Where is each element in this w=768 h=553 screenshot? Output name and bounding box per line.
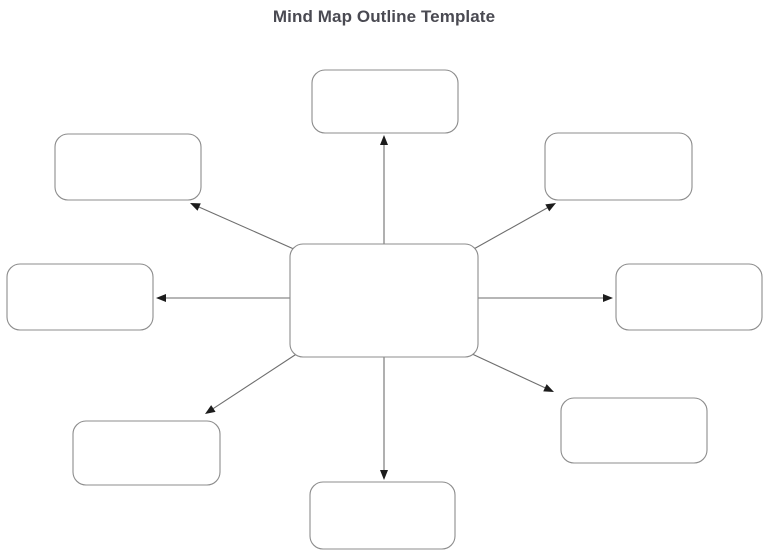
node-bottom-shape[interactable] [309,481,456,550]
node-top-right[interactable] [544,132,693,201]
node-top-left-shape[interactable] [54,133,202,201]
connector-right [478,294,613,302]
connector-bottom-left-arrowhead-icon [205,405,216,414]
connector-top-left [190,203,297,251]
node-top-left[interactable] [54,133,202,201]
node-top[interactable] [311,69,459,134]
connector-bottom-left-line [211,352,299,410]
node-left-shape[interactable] [6,263,154,331]
connector-bottom-right-arrowhead-icon [543,384,554,392]
node-right-shape[interactable] [615,263,763,331]
node-top-right-shape[interactable] [544,132,693,201]
page-title: Mind Map Outline Template [272,7,496,26]
connector-top-left-line [197,205,297,251]
node-bottom-right[interactable] [560,397,708,464]
connector-top-left-arrowhead-icon [190,203,201,211]
node-right[interactable] [615,263,763,331]
connector-left [156,294,290,302]
node-bottom-right-shape[interactable] [560,397,708,464]
central-node[interactable] [289,243,479,358]
connector-top-arrowhead-icon [380,135,388,145]
connector-bottom [380,357,388,480]
connector-bottom-right [469,352,554,392]
connector-bottom-arrowhead-icon [380,470,388,480]
connector-top-right-arrowhead-icon [545,203,556,212]
connector-left-arrowhead-icon [156,294,166,302]
connector-layer [156,135,613,480]
node-left[interactable] [6,263,154,331]
node-bottom[interactable] [309,481,456,550]
central-node-shape[interactable] [289,243,479,358]
connector-top-right-line [471,206,549,251]
node-top-shape[interactable] [311,69,459,134]
node-bottom-left-shape[interactable] [72,420,221,486]
connector-top [380,135,388,244]
connector-bottom-left [205,352,299,414]
node-bottom-left[interactable] [72,420,221,486]
node-layer [6,69,763,550]
connector-right-arrowhead-icon [603,294,613,302]
connector-top-right [471,203,556,251]
connector-bottom-right-line [469,352,547,389]
